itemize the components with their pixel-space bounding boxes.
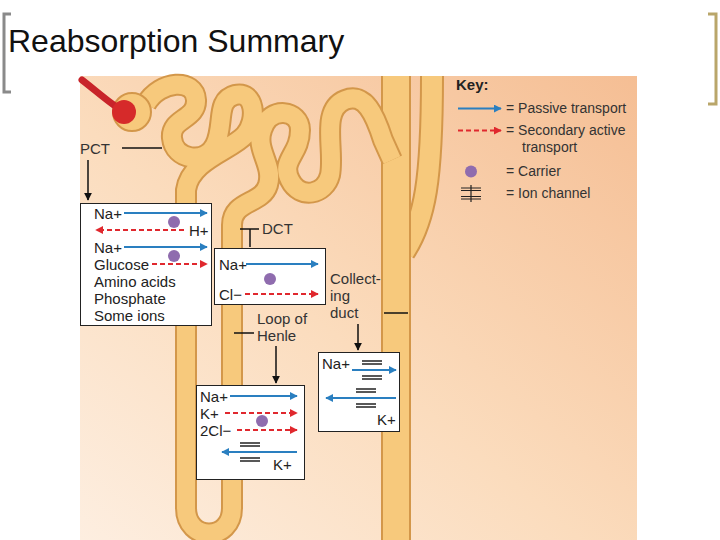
ion-label: Na+ bbox=[322, 355, 350, 372]
glomerulus bbox=[112, 100, 136, 124]
leader-line bbox=[249, 229, 251, 247]
ion-label: H+ bbox=[189, 222, 209, 239]
ion-channel-symbol bbox=[362, 361, 382, 379]
ion-label: Na+ bbox=[94, 205, 122, 222]
secondary-active-arrow bbox=[225, 412, 297, 414]
ion-label: 2Cl− bbox=[200, 422, 231, 439]
legend-sample bbox=[465, 166, 477, 178]
transport-box: Na+H+Na+GlucoseAmino acidsPhosphateSome … bbox=[80, 203, 212, 326]
part-label: Loop of Henle bbox=[257, 310, 319, 344]
ion-label: Na+ bbox=[200, 388, 228, 405]
transport-box: Na+ Cl− bbox=[214, 248, 326, 305]
pointer-arrow bbox=[275, 346, 277, 383]
ion-channel-symbol bbox=[240, 443, 260, 461]
legend-text: = Passive transport bbox=[506, 100, 642, 117]
secondary-active-arrow bbox=[96, 229, 184, 231]
carrier-dot bbox=[264, 273, 276, 285]
ion-label: K+ bbox=[377, 411, 396, 428]
secondary-active-arrow bbox=[152, 263, 207, 265]
secondary-active-arrow bbox=[245, 293, 318, 295]
legend-sample bbox=[461, 185, 481, 202]
passive-arrow bbox=[352, 369, 396, 371]
legend-text: = Carrier bbox=[506, 163, 642, 180]
ion-label: Amino acids bbox=[94, 273, 176, 290]
passive-arrow bbox=[326, 397, 396, 399]
legend-sample bbox=[458, 130, 501, 132]
carrier-dot bbox=[256, 415, 268, 427]
passive-arrow bbox=[230, 395, 297, 397]
legend-text: = Secondary active transport bbox=[506, 122, 642, 156]
leader-line bbox=[384, 312, 408, 314]
part-label: PCT bbox=[80, 140, 110, 157]
passive-arrow bbox=[124, 246, 207, 248]
passive-arrow bbox=[246, 263, 318, 265]
secondary-active-arrow bbox=[237, 429, 297, 431]
leader-line bbox=[234, 332, 254, 334]
transport-box: Na+ K+ bbox=[318, 352, 400, 432]
carrier-dot bbox=[168, 216, 180, 228]
afferent-arteriole bbox=[82, 80, 118, 108]
part-label: Collect- ing duct bbox=[330, 270, 382, 321]
legend-text: = Ion channel bbox=[506, 185, 642, 202]
slide-bracket bbox=[708, 14, 716, 104]
part-label: DCT bbox=[262, 220, 293, 237]
ion-channel-symbol bbox=[356, 389, 376, 407]
ion-label: Cl− bbox=[219, 286, 242, 303]
ion-label: Some ions bbox=[94, 307, 165, 324]
ion-label: Glucose bbox=[94, 256, 149, 273]
passive-arrow bbox=[222, 451, 297, 453]
carrier-dot bbox=[168, 250, 180, 262]
legend-sample bbox=[458, 108, 501, 110]
pointer-arrow bbox=[87, 160, 89, 200]
ion-label: Na+ bbox=[219, 256, 247, 273]
slide-title: Reabsorption Summary bbox=[8, 22, 344, 60]
key-heading: Key: bbox=[456, 76, 489, 93]
transport-box: Na+K+2Cl−K+ bbox=[196, 385, 305, 480]
ion-label: K+ bbox=[273, 456, 292, 473]
bowmans-capsule bbox=[113, 93, 151, 131]
ion-label: Na+ bbox=[94, 239, 122, 256]
passive-arrow bbox=[124, 212, 207, 214]
ion-label: K+ bbox=[200, 405, 219, 422]
leader-line bbox=[122, 147, 162, 149]
pointer-arrow bbox=[357, 324, 359, 350]
ion-label: Phosphate bbox=[94, 290, 166, 307]
